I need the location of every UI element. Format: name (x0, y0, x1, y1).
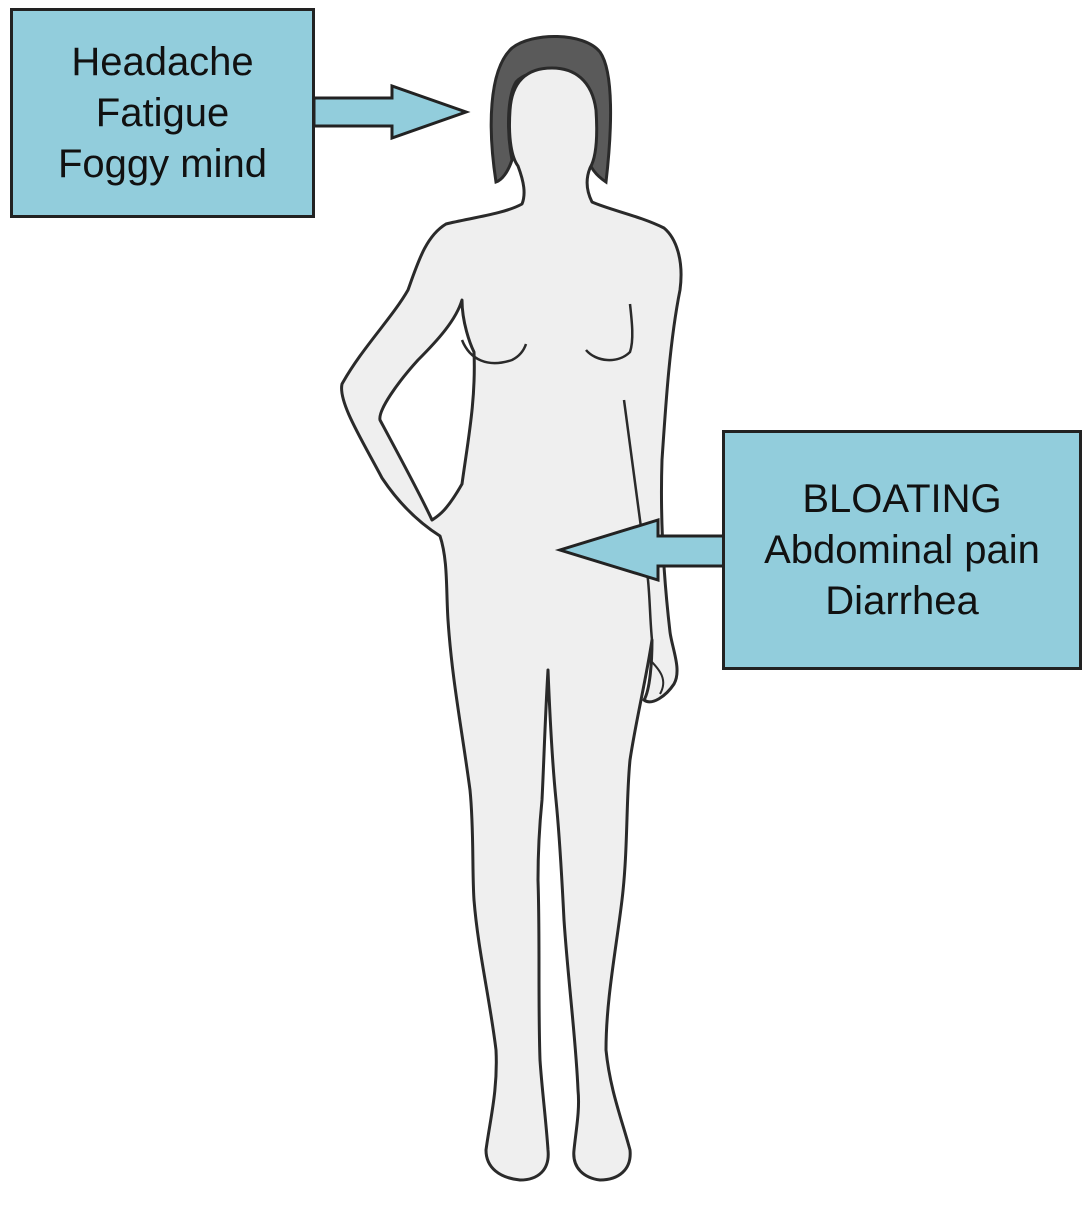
abdomen-symptom-bloating: BLOATING (802, 474, 1001, 525)
head-symptom-fatigue: Fatigue (96, 88, 229, 139)
abdomen-symptom-diarrhea: Diarrhea (825, 576, 978, 627)
abdomen-symptom-abdominal-pain: Abdominal pain (764, 525, 1040, 576)
body-silhouette (342, 68, 681, 1180)
arrow-to-head (314, 86, 466, 138)
head-symptom-foggy-mind: Foggy mind (58, 139, 267, 190)
head-symptoms-callout: Headache Fatigue Foggy mind (10, 8, 315, 218)
head-symptom-headache: Headache (71, 37, 253, 88)
abdomen-symptoms-callout: BLOATING Abdominal pain Diarrhea (722, 430, 1082, 670)
